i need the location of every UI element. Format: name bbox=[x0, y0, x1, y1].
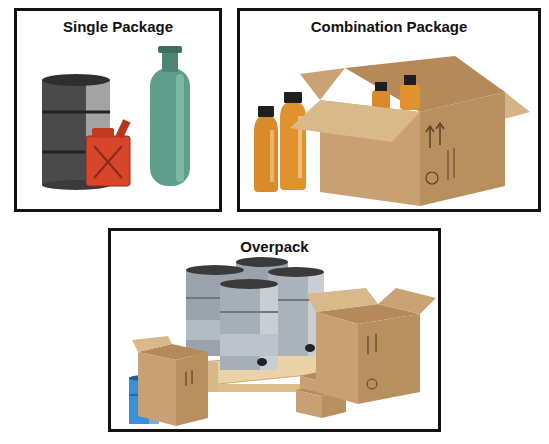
package-panel: Single Package bbox=[14, 8, 222, 212]
amber-bottle bbox=[372, 75, 420, 110]
cardboard-box bbox=[306, 288, 436, 404]
package-panel: Combination Package bbox=[237, 8, 541, 212]
gray-drum bbox=[220, 279, 278, 370]
panel-heading: Overpack bbox=[238, 238, 310, 255]
cardboard-box bbox=[290, 56, 530, 206]
jerry-can bbox=[86, 119, 130, 186]
cardboard-box bbox=[132, 336, 208, 426]
panel-heading: Combination Package bbox=[309, 18, 470, 35]
package-panel: Overpack bbox=[108, 228, 441, 432]
amber-bottle bbox=[280, 92, 306, 190]
panel-heading: Single Package bbox=[61, 18, 175, 35]
amber-bottle bbox=[254, 106, 278, 192]
gas-cylinder bbox=[150, 46, 190, 186]
